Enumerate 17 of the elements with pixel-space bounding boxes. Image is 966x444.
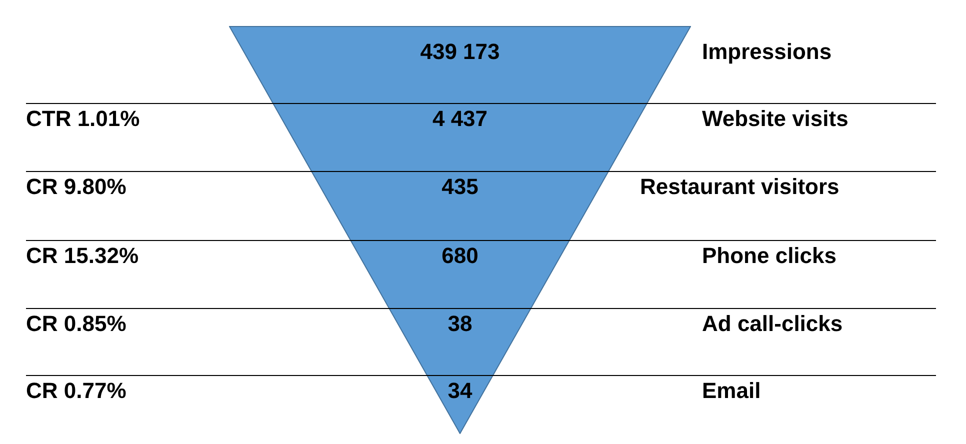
conversion-rate: CR 0.77% — [26, 378, 126, 404]
funnel-value: 4 437 — [432, 106, 488, 132]
conversion-rate: CR 0.85% — [26, 311, 126, 337]
conversion-rate: CR 9.80% — [26, 174, 126, 200]
stage-name: Email — [702, 378, 761, 404]
funnel-value: 435 — [442, 174, 478, 200]
funnel-value: 34 — [448, 378, 472, 404]
conversion-rate: CTR 1.01% — [26, 106, 140, 132]
conversion-rate: CR 15.32% — [26, 243, 139, 269]
funnel-value: 680 — [442, 243, 478, 269]
stage-name: Impressions — [702, 38, 832, 64]
stage-name: Website visits — [702, 106, 848, 132]
stage-name: Ad call-clicks — [702, 311, 843, 337]
stage-name: Restaurant visitors — [640, 174, 840, 200]
funnel-value: 38 — [448, 311, 472, 337]
stage-name: Phone clicks — [702, 243, 837, 269]
funnel-value: 439 173 — [420, 38, 500, 64]
